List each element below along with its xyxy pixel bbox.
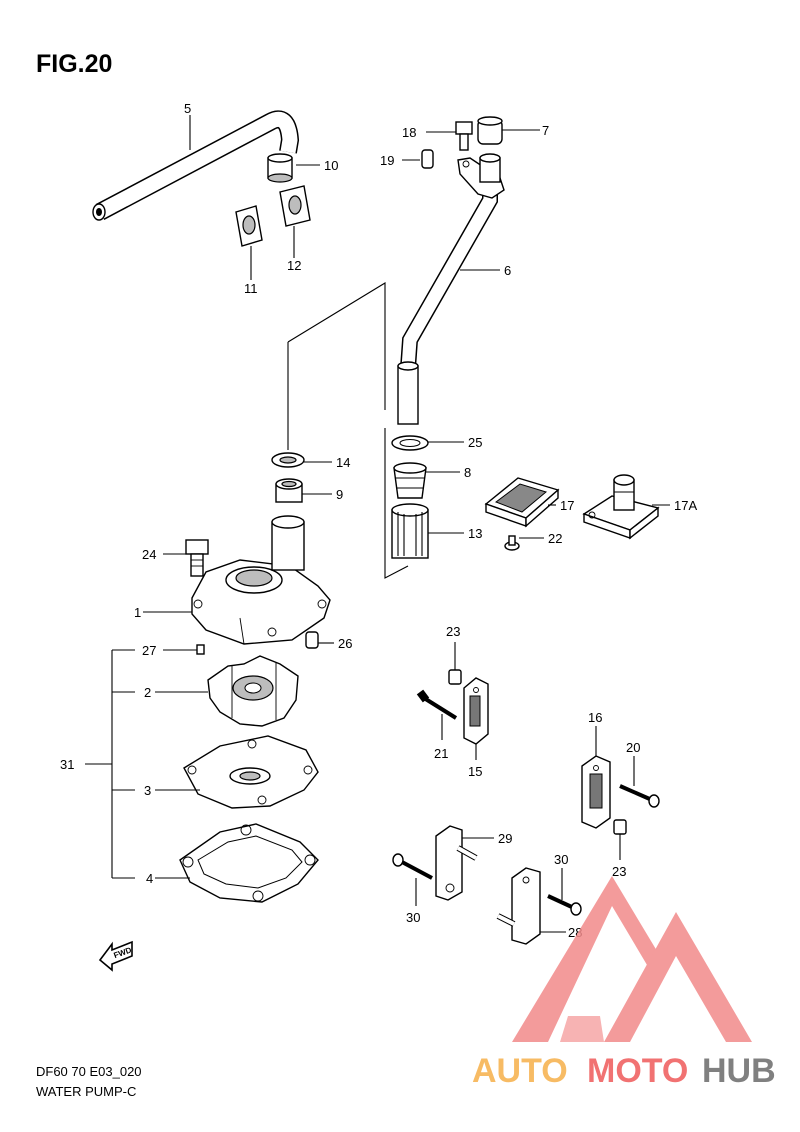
callout-8: 8: [464, 465, 471, 480]
part-29-bracket[interactable]: [435, 825, 478, 901]
watermark-text-moto: MOTO: [587, 1052, 688, 1090]
callout-4: 4: [146, 871, 153, 886]
footer-name: WATER PUMP-C: [36, 1084, 137, 1099]
part-10-grommet[interactable]: [267, 153, 293, 183]
part-24-bolt[interactable]: [185, 539, 209, 577]
group-bracket-lower: [384, 428, 409, 579]
callout-31: 31: [60, 757, 74, 772]
callout-29: 29: [498, 831, 512, 846]
part-2-impeller[interactable]: [207, 655, 299, 727]
callout-22: 22: [548, 531, 562, 546]
part-25-o-ring[interactable]: [391, 435, 429, 451]
part-5-hose[interactable]: [92, 110, 300, 221]
callout-2: 2: [144, 685, 151, 700]
part-4-gasket[interactable]: [179, 823, 319, 903]
callout-7: 7: [542, 123, 549, 138]
part-17-plate[interactable]: [484, 477, 560, 528]
watermark-triangle-right: [604, 912, 752, 1042]
part-13-bush[interactable]: [391, 503, 429, 559]
part-18-bolt[interactable]: [455, 121, 473, 151]
part-19-pin[interactable]: [421, 149, 434, 169]
callout-17: 17: [560, 498, 574, 513]
callout-5: 5: [184, 101, 191, 116]
figure-title: FIG.20: [36, 50, 113, 78]
callout-3: 3: [144, 783, 151, 798]
group-bracket-31: [85, 649, 135, 879]
callout-19: 19: [380, 153, 394, 168]
part-9-grommet[interactable]: [275, 478, 303, 503]
callout-26: 26: [338, 636, 352, 651]
fwd-arrow-icon: FWD: [98, 940, 133, 972]
callout-10: 10: [324, 158, 338, 173]
part-23-nut-lower[interactable]: [613, 819, 627, 835]
part-21-screw[interactable]: [416, 689, 458, 720]
callout-20: 20: [626, 740, 640, 755]
callout-6: 6: [504, 263, 511, 278]
callout-23-lower: 23: [612, 864, 626, 879]
group-bracket-upper: [287, 282, 386, 410]
part-30-screw-left[interactable]: [392, 853, 433, 880]
callout-9: 9: [336, 487, 343, 502]
part-7-cap[interactable]: [477, 116, 503, 145]
part-28-bracket[interactable]: [496, 867, 541, 945]
part-23-nut-upper[interactable]: [448, 669, 462, 685]
part-12-clip[interactable]: [279, 185, 311, 227]
callout-17a: 17A: [674, 498, 697, 513]
callout-25: 25: [468, 435, 482, 450]
part-27-key[interactable]: [196, 644, 205, 655]
callout-30-left: 30: [406, 910, 420, 925]
watermark-triangle-left: [512, 876, 660, 1042]
callout-24: 24: [142, 547, 156, 562]
callout-12: 12: [287, 258, 301, 273]
part-26-pin[interactable]: [305, 631, 319, 649]
callout-13: 13: [468, 526, 482, 541]
part-22-screw[interactable]: [504, 535, 520, 551]
callout-21: 21: [434, 746, 448, 761]
part-17a-plate[interactable]: [582, 474, 660, 540]
part-8-seal[interactable]: [393, 462, 427, 499]
part-11-clip[interactable]: [235, 205, 263, 247]
callout-16: 16: [588, 710, 602, 725]
part-15-bracket[interactable]: [463, 677, 489, 745]
leader-lines: [143, 115, 670, 933]
callout-18: 18: [402, 125, 416, 140]
footer-code: DF60 70 E03_020: [36, 1064, 142, 1079]
part-14-washer[interactable]: [271, 452, 305, 468]
callout-27: 27: [142, 643, 156, 658]
part-6-tube[interactable]: [397, 153, 505, 425]
watermark-text-auto: AUTO: [472, 1052, 568, 1090]
part-20-screw[interactable]: [619, 784, 660, 808]
callout-14: 14: [336, 455, 350, 470]
part-3-plate[interactable]: [183, 735, 319, 809]
callout-30-right: 30: [554, 852, 568, 867]
callout-23-upper: 23: [446, 624, 460, 639]
part-30-screw-right[interactable]: [547, 894, 582, 916]
part-1-pump-case[interactable]: [191, 515, 331, 645]
watermark-logo: AUTO MOTO HUB: [472, 876, 776, 1090]
callout-11: 11: [244, 281, 258, 296]
part-16-bracket[interactable]: [581, 755, 611, 829]
callout-1: 1: [134, 605, 141, 620]
watermark-text-hub: HUB: [702, 1052, 776, 1090]
callout-15: 15: [468, 764, 482, 779]
